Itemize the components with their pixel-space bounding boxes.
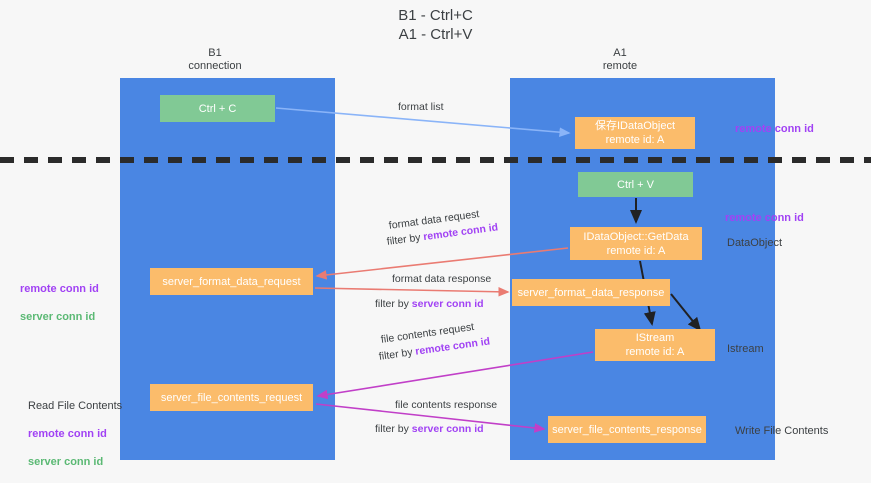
legend-remote-conn-id: remote conn id [28, 428, 107, 440]
edge-label-format-data-response: format data response [392, 273, 492, 285]
diagram-canvas: B1 - Ctrl+C A1 - Ctrl+V B1 connection A1… [0, 7, 871, 468]
node-server-file-contents-response[interactable]: server_file_contents_response [548, 416, 706, 443]
annotation-istream: Istream [727, 343, 764, 355]
annotation-write-file-contents: Write File Contents [735, 425, 829, 437]
node-ctrl-c[interactable]: Ctrl + C [160, 95, 275, 122]
node-istream[interactable]: IStream remote id: A [595, 329, 715, 361]
legend-server-conn-id: server conn id [20, 311, 96, 323]
node-server-format-data-request[interactable]: server_format_data_request [150, 268, 313, 295]
filter-prefix: filter by [375, 423, 412, 435]
filter-prefix: filter by [378, 345, 417, 363]
annotation-remote-conn-id-mid: remote conn id [725, 212, 804, 224]
edge-label-file-contents-response: file contents response [395, 399, 498, 411]
annotation-dataobject: DataObject [727, 237, 783, 249]
edge-label-format-data-response-filter: filter by server conn id [375, 297, 484, 311]
annotation-remote-conn-id-top: remote conn id [735, 123, 814, 135]
legend-server-conn-id: server conn id [28, 456, 104, 468]
node-server-file-contents-request[interactable]: server_file_contents_request [150, 384, 313, 411]
node-server-format-data-response[interactable]: server_format_data_response [512, 279, 670, 306]
node-save-idataobject[interactable]: 保存IDataObject remote id: A [575, 117, 695, 149]
filter-prefix: filter by [386, 231, 425, 248]
legend-remote-conn-id: remote conn id [20, 283, 99, 295]
annotation-left-conn-id-legend: remote conn id server conn id [20, 268, 99, 338]
filter-prefix: filter by [375, 298, 412, 310]
column-header-b1: B1 connection [188, 47, 242, 72]
annotation-read-file-contents-legend: Read File Contents remote conn id server… [28, 385, 122, 483]
edge-label-format-list: format list [398, 101, 444, 113]
phase-divider-dashed-line [0, 157, 871, 163]
filter-key-server-conn-id: server conn id [411, 298, 484, 310]
node-idataobject-getdata[interactable]: IDataObject::GetData remote id: A [570, 227, 702, 260]
annotation-read-file-contents: Read File Contents [28, 400, 123, 412]
filter-key-server-conn-id: server conn id [411, 423, 484, 435]
node-ctrl-v[interactable]: Ctrl + V [578, 172, 693, 197]
column-header-a1: A1 remote [602, 47, 638, 72]
edge-label-file-contents-response-filter: filter by server conn id [375, 422, 484, 436]
page-title: B1 - Ctrl+C A1 - Ctrl+V [398, 7, 473, 43]
